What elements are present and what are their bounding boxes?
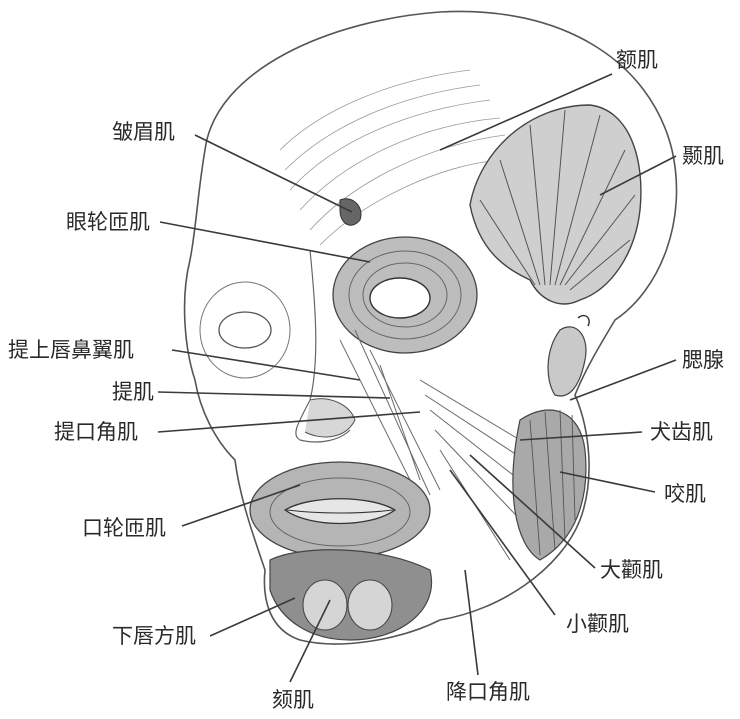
label-mentalis: 颏肌 — [272, 688, 314, 712]
label-orbicularis-oculi: 眼轮匝肌 — [66, 210, 150, 234]
eye-opening-right — [370, 278, 430, 318]
label-levator-labii: 提肌 — [112, 380, 154, 404]
masseter-muscle — [513, 410, 586, 560]
label-masseter: 咬肌 — [664, 482, 706, 506]
mentalis-left-lobe — [303, 580, 347, 630]
label-depressor-labii: 下唇方肌 — [112, 624, 196, 648]
label-levator-labii-alaeque: 提上唇鼻翼肌 — [8, 338, 134, 362]
label-orbicularis-oris: 口轮匝肌 — [82, 516, 166, 540]
orbicularis-oculi-right — [333, 237, 477, 353]
label-depressor-anguli-oris: 降口角肌 — [446, 680, 530, 704]
label-corrugator: 皱眉肌 — [112, 120, 175, 144]
label-temporalis: 颞肌 — [682, 144, 724, 168]
label-frontalis: 额肌 — [616, 48, 658, 72]
label-parotid: 腮腺 — [682, 348, 724, 372]
label-zygomaticus-major: 大颧肌 — [600, 558, 663, 582]
mentalis-right-lobe — [348, 580, 392, 630]
eye-opening-left — [219, 312, 271, 348]
label-levator-anguli-oris: 提口角肌 — [54, 420, 138, 444]
label-risorius: 犬齿肌 — [650, 420, 713, 444]
label-zygomaticus-minor: 小颧肌 — [566, 612, 629, 636]
orbicularis-oris-muscle — [250, 462, 430, 558]
